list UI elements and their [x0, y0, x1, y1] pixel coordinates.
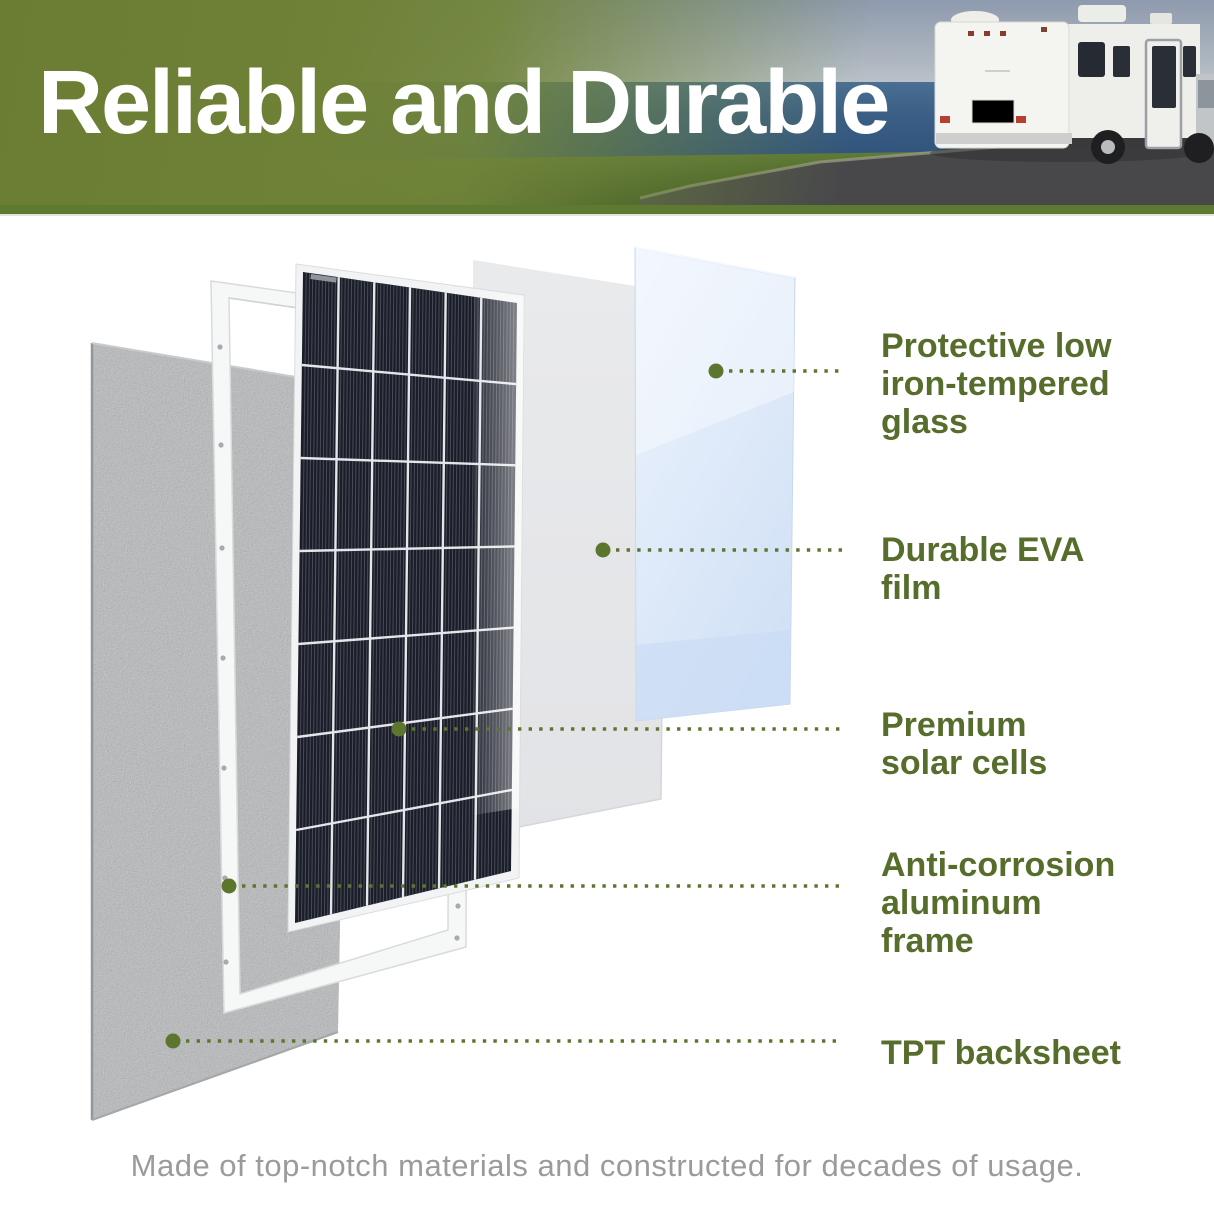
leader-lines: [165, 363, 843, 1049]
label-line: frame: [881, 922, 974, 960]
label-solar-cells: Premium solar cells: [881, 706, 1151, 782]
layer-solar-cells: [287, 263, 525, 933]
leader-dot-backsheet: [165, 1033, 181, 1049]
panel-brand-mark: [310, 274, 337, 283]
leader-dot-cells: [391, 721, 407, 737]
label-line: Durable EVA: [881, 531, 1085, 569]
leader-dot-frame: [221, 878, 237, 894]
label-tpt-backsheet: TPT backsheet: [881, 1034, 1151, 1072]
label-line: aluminum: [881, 884, 1042, 922]
green-divider-band: [0, 205, 1214, 216]
footer-caption: Made of top-notch materials and construc…: [130, 1148, 1084, 1183]
leader-dot-eva: [595, 542, 611, 558]
page-title: Reliable and Durable: [38, 53, 890, 153]
layer-tempered-glass: [634, 246, 796, 722]
green-gradient-overlay: [0, 0, 1214, 205]
label-line: TPT backsheet: [881, 1034, 1121, 1072]
label-aluminum-frame: Anti-corrosion aluminum frame: [881, 846, 1151, 960]
label-line: solar cells: [881, 744, 1048, 782]
label-line: Anti-corrosion: [881, 846, 1116, 884]
label-line: Protective low: [881, 327, 1112, 365]
label-line: glass: [881, 403, 968, 441]
label-line: Premium: [881, 706, 1027, 744]
label-protective-glass: Protective low iron-tempered glass: [881, 327, 1151, 441]
label-line: iron-tempered: [881, 365, 1110, 403]
label-eva-film: Durable EVA film: [881, 531, 1151, 607]
leader-dot-glass: [708, 363, 724, 379]
label-line: film: [881, 569, 942, 607]
header-banner: Reliable and Durable: [0, 0, 1214, 205]
eva-overlap-highlight: [474, 289, 524, 815]
